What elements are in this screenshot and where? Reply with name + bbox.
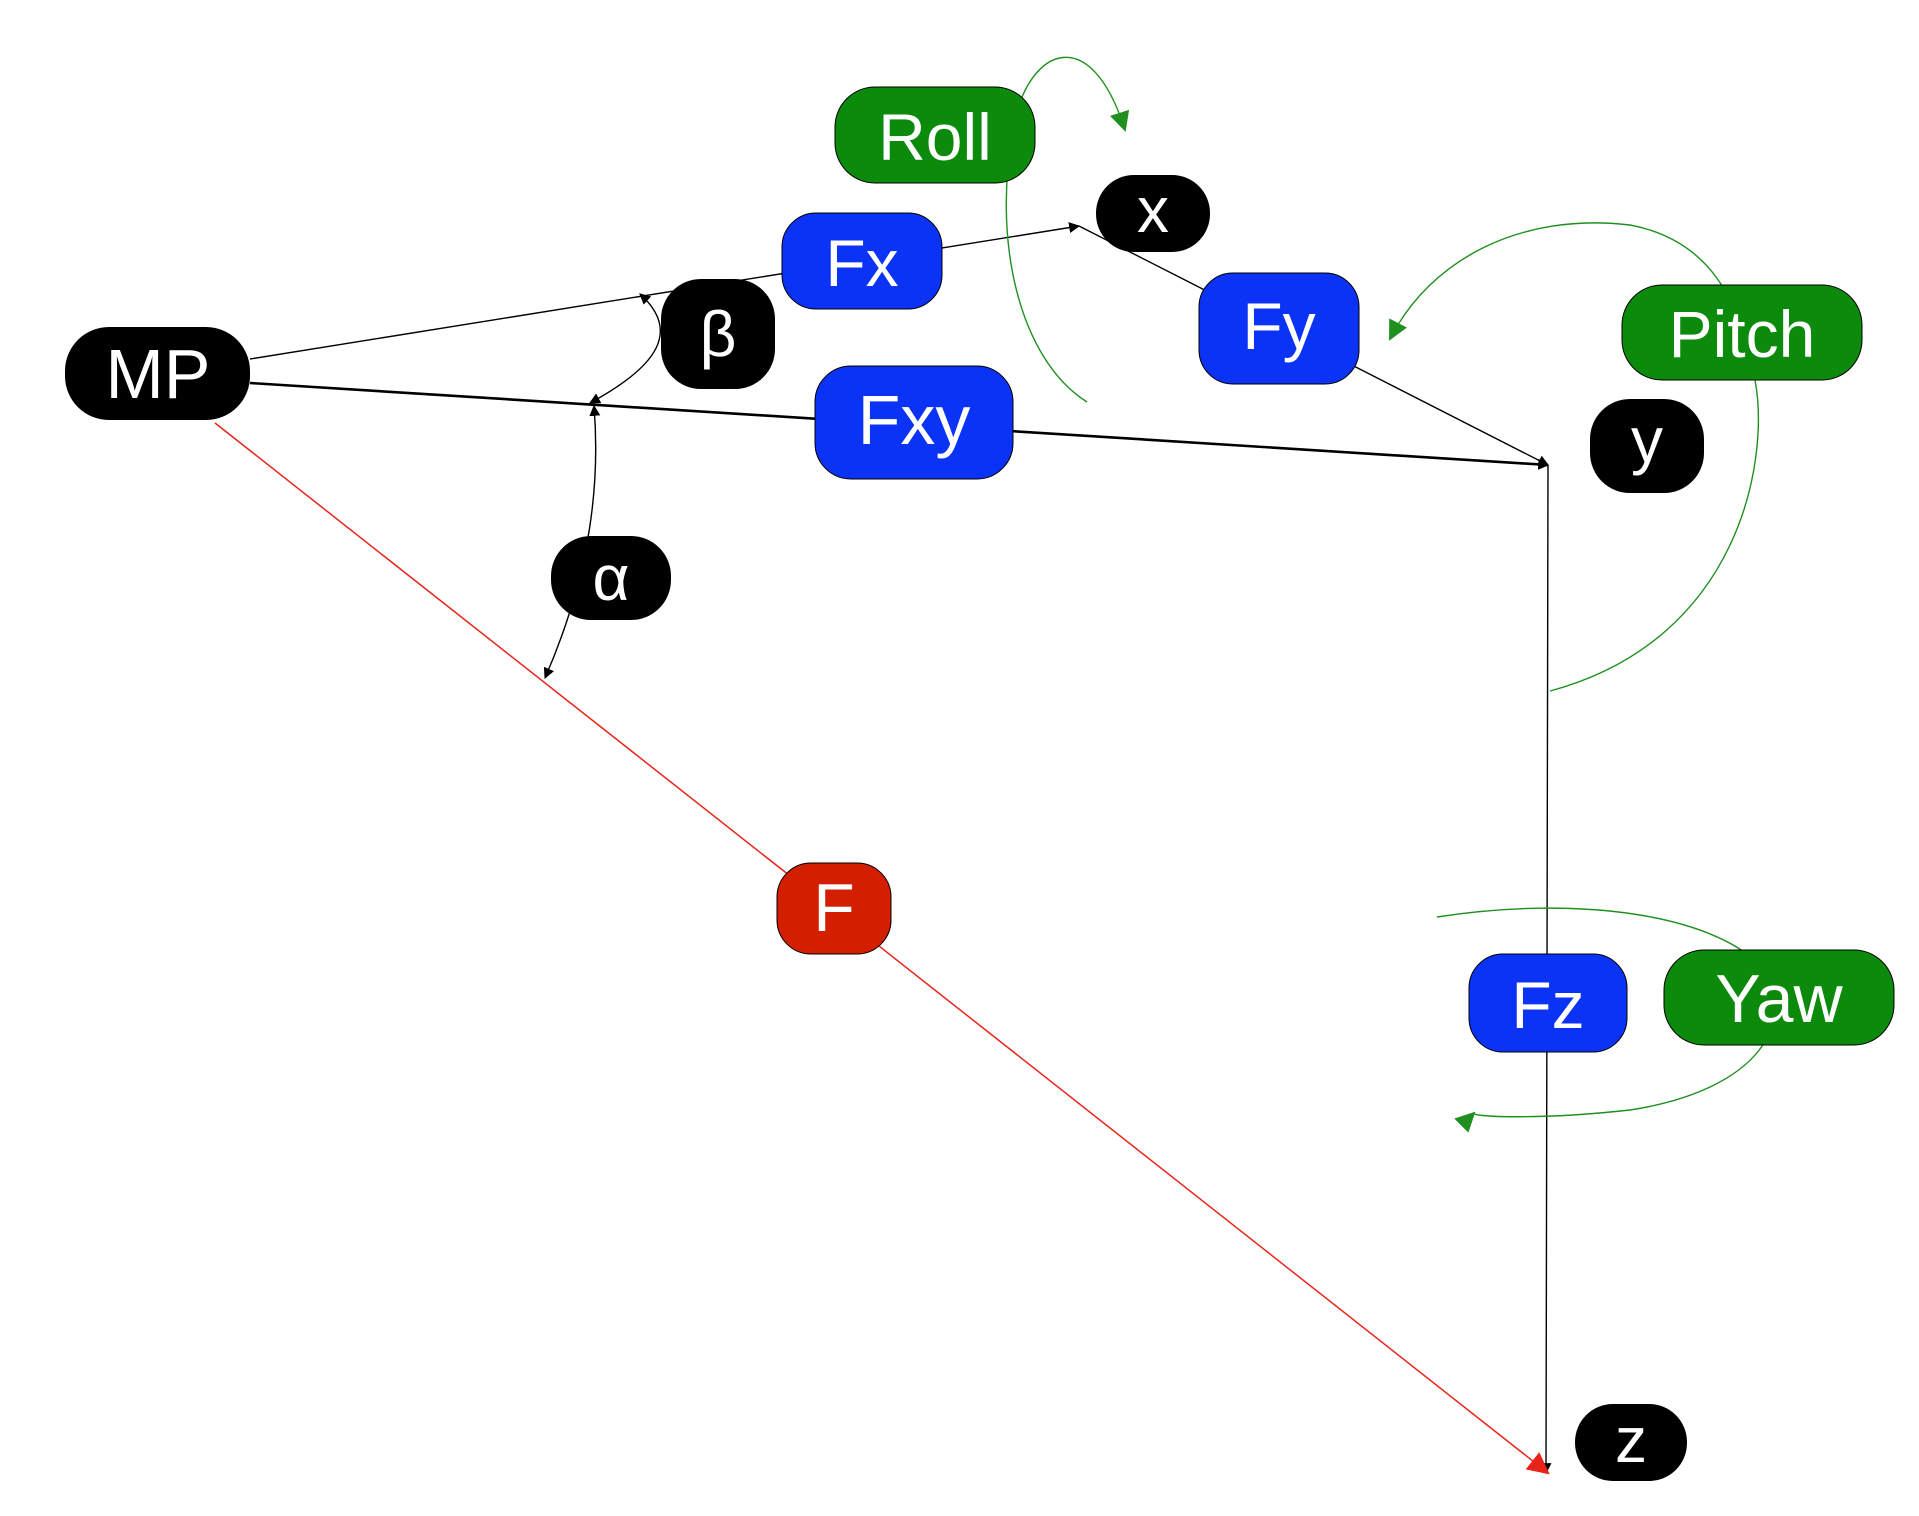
node-fz-label: Fz: [1511, 968, 1584, 1042]
node-yaw-label: Yaw: [1715, 961, 1843, 1037]
node-f: F: [776, 862, 892, 955]
node-fz: Fz: [1468, 953, 1628, 1053]
node-fx-label: Fx: [825, 226, 898, 300]
node-beta-label: β: [700, 298, 737, 370]
node-y-label: y: [1631, 404, 1663, 476]
node-fx: Fx: [781, 212, 943, 310]
node-fy-label: Fy: [1242, 289, 1315, 363]
node-roll-label: Roll: [878, 100, 992, 174]
node-y: y: [1590, 399, 1704, 493]
node-pitch: Pitch: [1621, 284, 1863, 381]
node-fy: Fy: [1198, 272, 1360, 385]
arc-beta: [589, 293, 662, 404]
node-x: x: [1096, 174, 1210, 252]
node-beta: β: [661, 279, 775, 389]
node-f-label: F: [813, 870, 855, 946]
node-alpha: α: [551, 536, 671, 620]
node-z: z: [1575, 1404, 1687, 1481]
node-alpha-label: α: [593, 542, 630, 614]
node-fxy: Fxy: [814, 365, 1014, 480]
arc-alpha: [543, 404, 601, 680]
node-z-label: z: [1615, 1404, 1647, 1476]
node-x-label: x: [1137, 174, 1169, 246]
node-yaw: Yaw: [1663, 949, 1895, 1046]
node-fxy-label: Fxy: [858, 381, 971, 459]
node-roll: Roll: [834, 86, 1036, 184]
node-mp: MP: [65, 327, 250, 420]
node-mp-label: MP: [106, 335, 211, 413]
edge-mp-z: [214, 422, 1550, 1475]
node-pitch-label: Pitch: [1669, 297, 1816, 371]
